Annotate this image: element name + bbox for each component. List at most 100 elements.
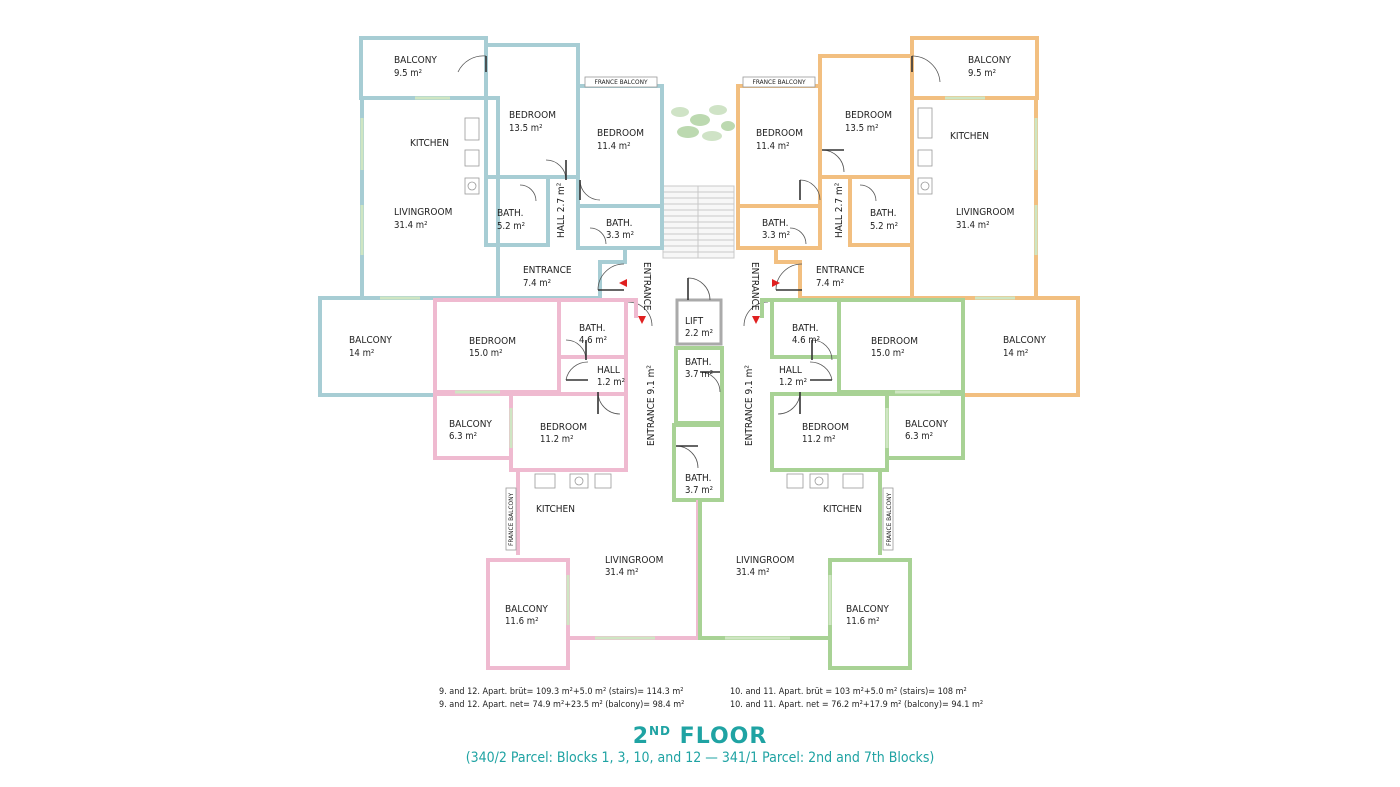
planter-icon (671, 105, 735, 141)
note-left-net: 9. and 12. Apart. net= 74.9 m²+23.5 m² (… (439, 700, 684, 710)
room-name: BATH. (685, 357, 712, 368)
room-area: 13.5 m² (509, 123, 543, 134)
room-name: BEDROOM (469, 336, 516, 347)
room-area: 11.4 m² (597, 141, 631, 152)
room-area: 31.4 m² (956, 220, 990, 231)
room-name: LIVINGROOM (956, 207, 1014, 218)
unit-bottom-right: FRANCE BALCONY BEDROOM 15.0 m² BATH. 4.6… (698, 298, 965, 670)
room-name: KITCHEN (950, 131, 989, 142)
kitchen-fixtures (464, 117, 480, 195)
page-title: 2ND FLOOR (633, 724, 768, 749)
stairs (662, 185, 735, 259)
room-name: BATH. (685, 473, 712, 484)
room-name: BEDROOM (540, 422, 587, 433)
room-area: 4.6 m² (579, 335, 607, 346)
room-name: BEDROOM (845, 110, 892, 121)
kitchen-fixtures (786, 473, 864, 489)
room-area: 13.5 m² (845, 123, 879, 134)
unit-bottom-left: FRANCE BALCONY BEDROOM 15.0 m² BATH. 4.6… (433, 298, 700, 670)
room-name: BEDROOM (597, 128, 644, 139)
room-name: BEDROOM (871, 336, 918, 347)
room-area: 9.5 m² (394, 68, 422, 79)
door-icon (627, 277, 769, 469)
room-name: LIFT (685, 316, 704, 327)
room-name: BEDROOM (802, 422, 849, 433)
room-area: 7.4 m² (523, 278, 551, 289)
room-area: 31.4 m² (394, 220, 428, 231)
room-name: BALCONY (846, 604, 889, 615)
room-name: BEDROOM (756, 128, 803, 139)
room-name: BATH. (606, 218, 633, 229)
door-icon (565, 339, 621, 415)
room-name: ENTRANCE (523, 265, 572, 276)
room-name: BATH. (792, 323, 819, 334)
room-area: 1.2 m² (597, 377, 625, 388)
entrance-label: ENTRANCE (641, 262, 652, 311)
room-area: 11.2 m² (540, 434, 574, 445)
room-area: 5.2 m² (497, 221, 525, 232)
room-area: 14 m² (349, 348, 374, 359)
title-rest: FLOOR (671, 724, 767, 749)
room-name: LIVINGROOM (736, 555, 794, 566)
france-balcony-label: FRANCE BALCONY (507, 493, 515, 546)
floor-title: 2ND FLOOR (340/2 Parcel: Blocks 1, 3, 10… (466, 724, 935, 766)
center-core: ENTRANCE ENTRANCE LIFT 2.2 m² BATH. 3.7 … (619, 262, 780, 502)
room-area: 5.2 m² (870, 221, 898, 232)
room-area: 6.3 m² (905, 431, 933, 442)
room-name: ENTRANCE (816, 265, 865, 276)
kitchen-fixtures (917, 107, 933, 195)
room-name: BALCONY (505, 604, 548, 615)
note-right-net: 10. and 11. Apart. net = 76.2 m²+17.9 m²… (730, 700, 983, 710)
room-area: 11.6 m² (505, 616, 539, 627)
door-icon (457, 55, 625, 291)
room-area: 31.4 m² (605, 567, 639, 578)
room-name: BALCONY (905, 419, 948, 430)
room-name: BALCONY (968, 55, 1011, 66)
room-name: LIVINGROOM (394, 207, 452, 218)
note-right-gross: 10. and 11. Apart. brüt = 103 m²+5.0 m² … (730, 687, 967, 697)
unit-top-right: FRANCE BALCONY BALCONY 9.5 m² BEDROOM 13… (736, 36, 1080, 397)
room-area: 7.4 m² (816, 278, 844, 289)
room-area: 4.6 m² (792, 335, 820, 346)
room-area: 1.2 m² (779, 377, 807, 388)
room-area: 3.3 m² (606, 230, 634, 241)
room-name: BATH. (579, 323, 606, 334)
room-name: BALCONY (1003, 335, 1046, 346)
room-name: BALCONY (394, 55, 437, 66)
room-area: 2.2 m² (685, 328, 713, 339)
room-name: KITCHEN (410, 138, 449, 149)
area-notes: 9. and 12. Apart. brüt= 109.3 m²+5.0 m² … (439, 687, 983, 710)
room-name: BALCONY (349, 335, 392, 346)
room-area: 3.7 m² (685, 369, 713, 380)
note-left-gross: 9. and 12. Apart. brüt= 109.3 m²+5.0 m² … (439, 687, 683, 697)
room-area: 11.6 m² (846, 616, 880, 627)
room-area: 3.7 m² (685, 485, 713, 496)
room-area: 3.3 m² (762, 230, 790, 241)
title-number: 2 (633, 724, 649, 749)
room-name: HALL 2.7 m² (556, 182, 567, 238)
room-name: BALCONY (449, 419, 492, 430)
room-name: BATH. (870, 208, 897, 219)
room-area: 6.3 m² (449, 431, 477, 442)
room-area: 14 m² (1003, 348, 1028, 359)
france-balcony-label: FRANCE BALCONY (594, 78, 647, 86)
stair-core (660, 93, 737, 259)
entrance-label: ENTRANCE 9.1 m² (744, 365, 755, 446)
room-area: 15.0 m² (871, 348, 905, 359)
room-name: KITCHEN (823, 504, 862, 515)
room-name: HALL (779, 365, 802, 376)
room-name: HALL 2.7 m² (834, 182, 845, 238)
room-name: BATH. (497, 208, 524, 219)
room-area: 11.4 m² (756, 141, 790, 152)
room-area: 11.2 m² (802, 434, 836, 445)
room-name: LIVINGROOM (605, 555, 663, 566)
kitchen-fixtures (534, 473, 612, 489)
entrance-label: ENTRANCE 9.1 m² (646, 365, 657, 446)
room-name: HALL (597, 365, 620, 376)
room-name: BATH. (762, 218, 789, 229)
france-balcony-label: FRANCE BALCONY (885, 493, 893, 546)
room-name: KITCHEN (536, 504, 575, 515)
door-icon (777, 339, 833, 415)
room-area: 15.0 m² (469, 348, 503, 359)
